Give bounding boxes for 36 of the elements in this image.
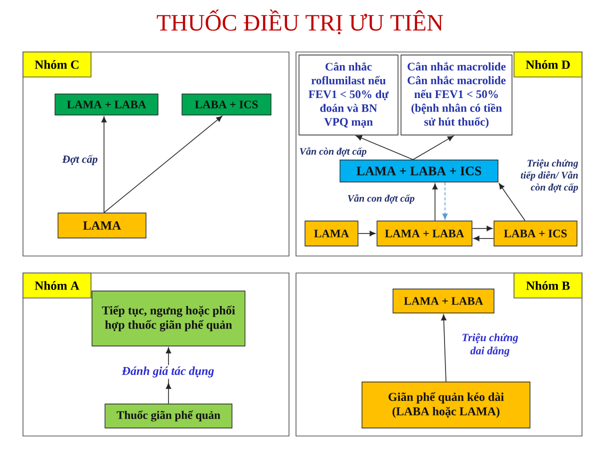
treatment-box: LAMA + LABA [376,220,472,246]
treatment-box: LAMA + LABA [54,94,158,116]
group-label: Nhóm B [514,272,582,298]
arrow [358,230,376,236]
title: THUỐC ĐIỀU TRỊ ƯU TIÊN [156,10,444,34]
edge-label: Đợt cấp [62,154,98,166]
note-box: Cân nhắc macrolide Cân nhắc macrolide nếu FEV1 < 50% (bệnh nhân có tiền sử hút thuốc) [400,54,512,136]
arrow [432,183,438,222]
edge-label: Vẫn con đợt cấp [348,194,414,204]
treatment-box: Thuốc giãn phế quản [104,404,232,428]
treatment-box: LABA + ICS [182,94,272,116]
arrow [441,314,446,382]
arrow [356,135,414,160]
arrow [104,116,222,214]
edge-label: Triệu chứng tiếp diễn/ Vẫn còn đợt cấp [520,159,578,193]
arrow [166,347,172,404]
group-label: Nhóm A [22,272,92,298]
arrow [498,183,526,222]
treatment-box: Giãn phế quản kéo dài (LABA hoặc LAMA) [362,382,530,428]
treatment-box: LAMA + LABA [392,288,494,314]
group-label: Nhóm D [514,52,582,78]
arrow [101,116,107,214]
treatment-box: LABA + ICS [494,220,578,246]
treatment-box: LAMA [304,220,358,246]
note-box: Cân nhắc roflumilast nếu FEV1 < 50% dự đoán và BN VPQ mạn [298,54,398,136]
treatment-box: LAMA [58,212,146,238]
arrow [472,226,493,232]
group-label: Nhóm C [22,52,92,78]
edge-label: Đánh giá tác dụng [120,365,216,379]
arrow [412,136,454,160]
arrow [442,182,448,220]
treatment-box: LAMA + LABA + ICS [340,160,498,182]
edge-label: Vẫn còn đợt cấp [300,147,366,157]
treatment-box: Tiếp tục, ngưng hoặc phối hợp thuốc giãn phế quản [92,290,246,346]
arrow [473,236,494,242]
edge-label: Triệu chứng dai dẳng [462,333,518,357]
